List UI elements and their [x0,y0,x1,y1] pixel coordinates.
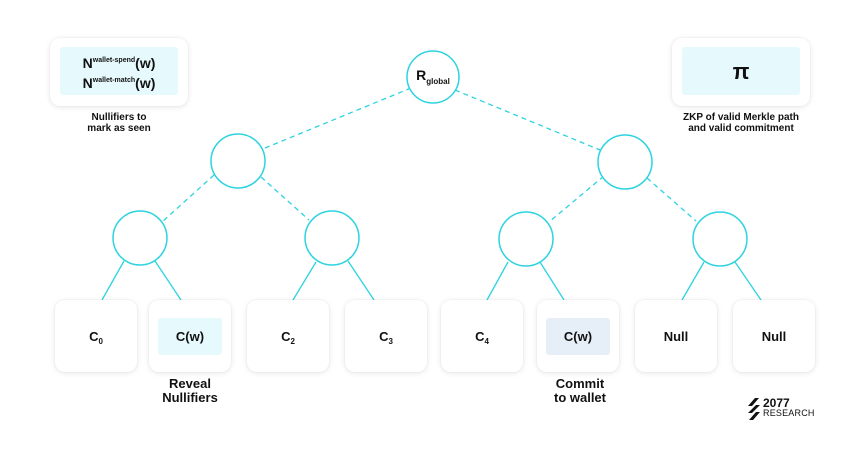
leaf-card: C(w) [149,300,231,372]
node-level2-d [692,211,748,267]
edge-root-left [264,87,412,149]
leaf-label: C4 [475,329,489,346]
edge-l2a-leaf0 [101,260,125,301]
node-level2-a [112,210,168,266]
edge-root-right [454,89,601,151]
zkp-card: π [672,38,810,106]
edge-l1b-l2c [548,175,605,223]
leaf-card: C3 [345,300,427,372]
research-logo: 2077 RESEARCH [748,397,828,421]
root-label: Rglobal [407,68,459,86]
nullifier-card: Nwallet-spend(w) Nwallet-match(w) [50,38,188,106]
root-node [406,50,460,104]
leaf-label: Null [761,329,787,344]
commit-to-wallet-label: Commit to wallet [553,376,606,405]
reveal-nullifiers-label: Reveal Nullifiers [162,376,218,405]
zkp-caption: ZKP of valid Merkle path and valid commi… [683,112,799,134]
logo-word: RESEARCH [763,408,815,418]
leaf-card: Null [635,300,717,372]
edge-l2b-leaf2 [292,261,317,301]
nullifier-match: Nwallet-match(w) [82,75,156,91]
edge-l2a-leaf1 [154,260,182,301]
edge-l1b-l2d [646,177,697,222]
nullifier-caption: Nullifiers to mark as seen [87,112,151,134]
edge-l2c-leaf4 [486,261,509,301]
node-level1-left [210,133,266,189]
root-label-main: R [416,67,427,83]
proof-symbol: π [732,59,750,84]
leaf-card: C4 [441,300,523,372]
leaf-label: C(w) [563,329,593,344]
leaf-card: C2 [247,300,329,372]
logo-number: 2077 [763,396,790,410]
node-level1-right [597,134,653,190]
leaf-label: Null [663,329,689,344]
logo-mark-icon [748,398,760,420]
leaf-label: C(w) [175,329,205,344]
edge-l1a-l2a [161,174,215,223]
edge-l1a-l2b [260,176,310,221]
node-level2-b [304,210,360,266]
leaf-card: C0 [55,300,137,372]
edge-l2d-leaf6 [681,261,705,301]
nullifier-spend: Nwallet-spend(w) [82,55,156,71]
leaf-card: Null [733,300,815,372]
leaf-highlight [158,318,222,355]
nullifier-card-inner: Nwallet-spend(w) Nwallet-match(w) [60,47,178,95]
edge-l2d-leaf7 [734,261,762,301]
leaf-label: C2 [281,329,295,346]
zkp-card-inner: π [682,47,800,95]
edge-l2c-leaf5 [539,261,565,301]
root-label-sub: global [426,77,450,86]
leaf-highlight [546,318,610,355]
leaf-card: C(w) [537,300,619,372]
node-level2-c [498,211,554,267]
edge-l2b-leaf3 [347,260,375,301]
leaf-label: C3 [379,329,393,346]
leaf-label: C0 [89,329,103,346]
